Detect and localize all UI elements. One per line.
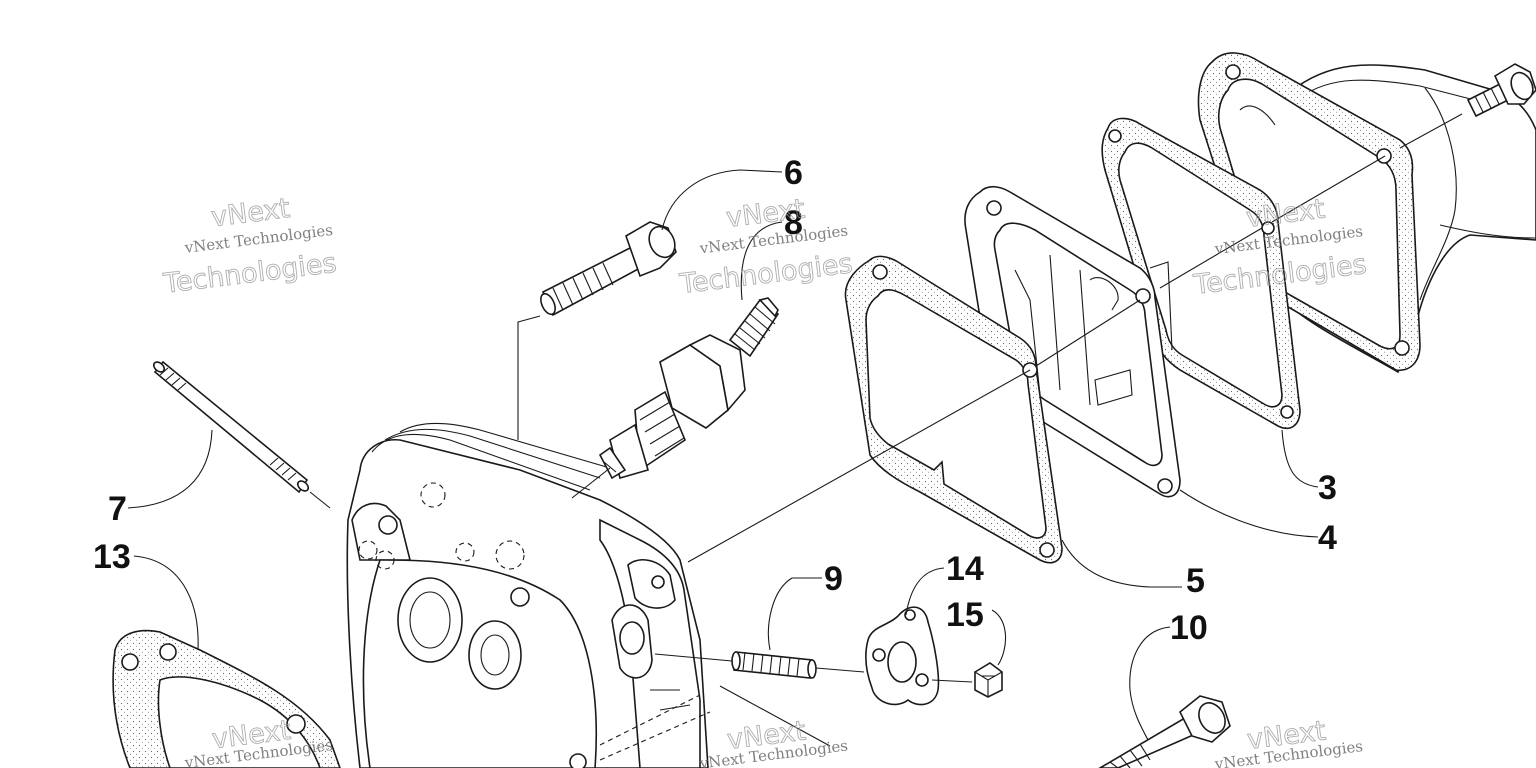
watermark-bottom-center: vNext vNext Technologies [698, 715, 849, 768]
head-stud [152, 360, 310, 494]
callout-7: 7 [108, 490, 127, 528]
callout-10: 10 [1170, 609, 1208, 647]
cylinder-head [346, 422, 711, 768]
breather-housing [964, 185, 1181, 498]
spark-plug [598, 297, 780, 480]
watermark-top-center: vNext vNext Technologies Technologies [677, 193, 855, 301]
hex-nut [974, 662, 1003, 698]
head-gasket [112, 629, 341, 768]
callout-14: 14 [946, 550, 984, 588]
callout-13: 13 [93, 538, 131, 576]
breather-gasket [1101, 117, 1301, 430]
leader-lines [127, 169, 1319, 741]
flange-bolt-lower [1098, 695, 1231, 768]
watermark-top-left: vNext vNext Technologies Technologies [161, 193, 339, 301]
cover-gasket [1197, 52, 1421, 371]
callout-5: 5 [1186, 562, 1205, 600]
callout-6: 6 [784, 154, 803, 192]
manifold-stud [731, 651, 817, 679]
callout-4: 4 [1318, 519, 1337, 557]
head-cover-gasket [844, 255, 1063, 564]
flange-gasket [865, 606, 940, 706]
callout-15: 15 [946, 596, 984, 634]
alignment-lines [309, 113, 1463, 747]
callout-3: 3 [1318, 469, 1337, 507]
flange-bolt-upper [540, 221, 677, 317]
callout-9: 9 [824, 560, 843, 598]
cover-bolt [1466, 63, 1536, 118]
callout-8: 8 [784, 204, 803, 242]
callout-labels: 6 8 7 13 9 14 15 10 5 4 3 [93, 154, 1337, 647]
watermark-bottom-right: vNext vNext Technologies [1213, 715, 1364, 768]
